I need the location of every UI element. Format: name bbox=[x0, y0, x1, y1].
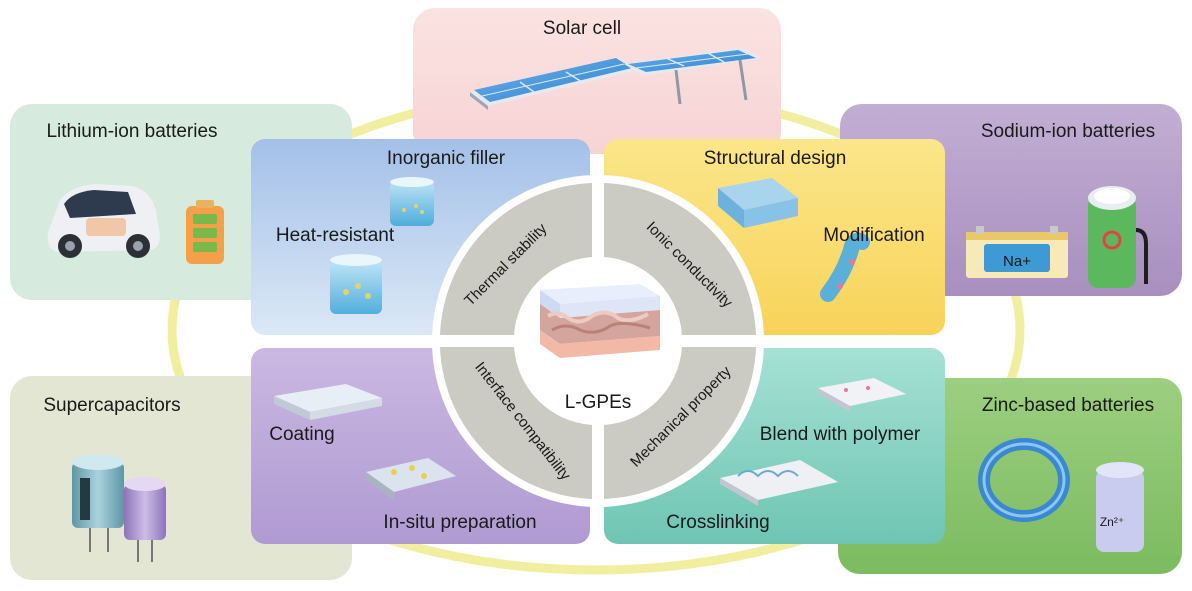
solar-panel-icon bbox=[470, 48, 762, 110]
battery-icon bbox=[186, 200, 224, 264]
crosslink-mesh-icon bbox=[720, 460, 838, 506]
sodium-ion-label: Sodium-ion batteries bbox=[981, 121, 1155, 142]
electric-car-icon bbox=[47, 184, 160, 258]
porous-block-icon bbox=[718, 178, 798, 228]
heat-resistant-label: Heat-resistant bbox=[276, 225, 395, 246]
insitu-preparation-label: In-situ preparation bbox=[383, 512, 536, 533]
flexible-band-icon bbox=[978, 438, 1070, 522]
sodium-battery-icon bbox=[966, 226, 1068, 278]
ring-quadrant-interface bbox=[440, 347, 592, 499]
coating-label: Coating bbox=[269, 424, 335, 445]
zinc-cell-icon bbox=[1096, 462, 1144, 552]
inorganic-filler-label: Inorganic filler bbox=[387, 148, 506, 169]
modification-label: Modification bbox=[823, 225, 924, 246]
ring-quadrant-ionic bbox=[604, 183, 756, 335]
membrane-icon bbox=[540, 284, 660, 358]
zinc-badge: Zn²⁺ bbox=[1100, 515, 1124, 529]
supercapacitors-label: Supercapacitors bbox=[43, 395, 180, 416]
blend-film-icon bbox=[818, 378, 906, 412]
blend-polymer-label: Blend with polymer bbox=[760, 424, 921, 445]
crosslinking-label: Crosslinking bbox=[666, 512, 769, 533]
lithium-ion-label: Lithium-ion batteries bbox=[46, 121, 217, 142]
solar-cell-panel bbox=[413, 8, 781, 154]
insitu-device-icon bbox=[366, 458, 456, 500]
solar-cell-label: Solar cell bbox=[543, 18, 621, 39]
ring-quadrant-thermal bbox=[440, 183, 592, 335]
coated-film-icon bbox=[274, 384, 382, 420]
sodium-badge: Na+ bbox=[1003, 253, 1031, 270]
modified-fiber-icon bbox=[820, 232, 870, 302]
zinc-based-label: Zinc-based batteries bbox=[982, 395, 1154, 416]
ring-quadrant-mechanical bbox=[604, 347, 756, 499]
cylinder-cell-icon bbox=[1088, 186, 1148, 288]
beaker-icon-bottom bbox=[330, 254, 382, 314]
structural-design-label: Structural design bbox=[704, 148, 847, 169]
capacitor-icon bbox=[72, 454, 166, 562]
beaker-icon-top bbox=[390, 177, 434, 226]
center-label: L-GPEs bbox=[565, 392, 632, 413]
